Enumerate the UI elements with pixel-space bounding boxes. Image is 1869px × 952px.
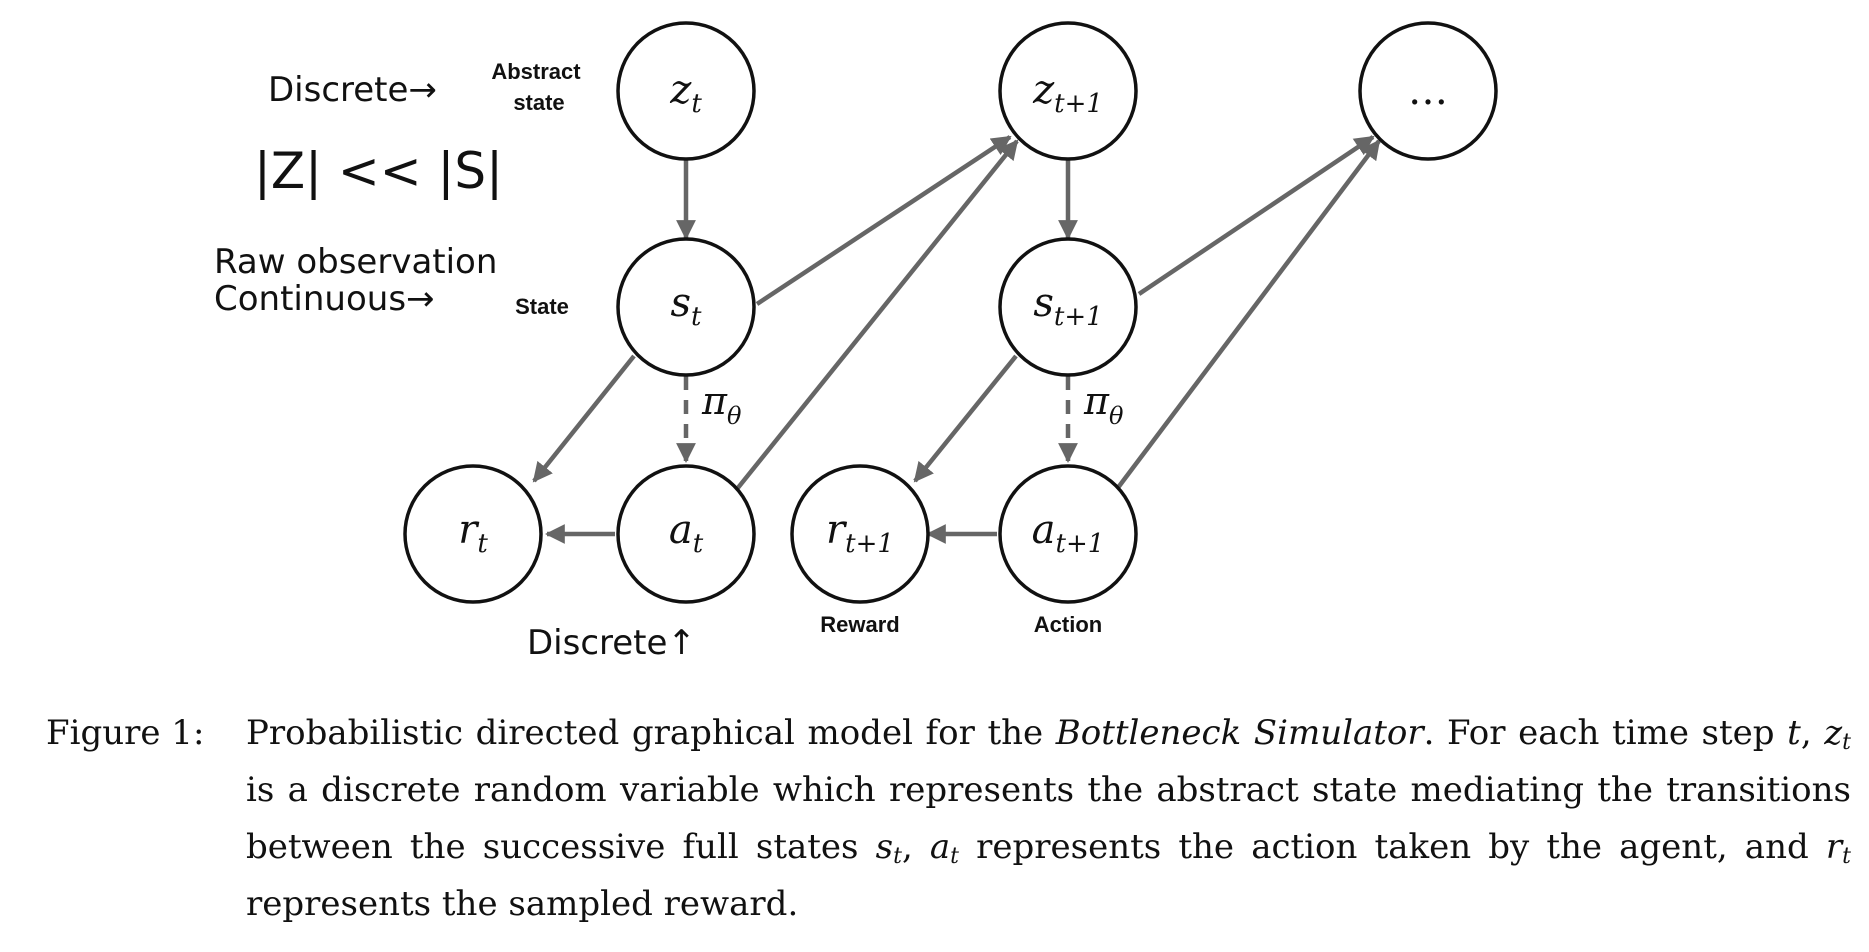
- caption-body: Probabilistic directed graphical model f…: [246, 713, 1852, 924]
- node-label-sub: t: [477, 529, 488, 559]
- label-reward: Reward: [820, 612, 899, 637]
- annotation-discrete-bottom: Discrete↑: [527, 623, 696, 663]
- node-z-t1: zt+1: [998, 21, 1138, 161]
- node-label-sub: t: [691, 89, 702, 119]
- node-label-base: s: [1033, 280, 1054, 326]
- graphical-model-diagram: zt zt+1 … st st+1 rt at rt+1 at+1 πθ πθ …: [214, 21, 1498, 663]
- node-label-base: z: [1032, 67, 1055, 113]
- label-action: Action: [1034, 612, 1102, 637]
- node-label-sub: t+1: [1054, 89, 1103, 119]
- edge-st-to-zt1: [755, 135, 1012, 306]
- annotation-continuous: Continuous→: [214, 279, 435, 319]
- node-label-base: a: [1032, 507, 1056, 553]
- node-z-t: zt: [616, 21, 756, 161]
- figure-number: Figure 1:: [46, 713, 205, 753]
- model-name: Bottleneck Simulator: [1055, 713, 1424, 753]
- node-label-base: r: [826, 507, 848, 553]
- node-label-sub: t+1: [1056, 529, 1105, 559]
- node-label-base: z: [669, 67, 692, 113]
- edges: [532, 135, 1381, 544]
- svg-text:zt+1: zt+1: [1032, 67, 1103, 119]
- node-a-t1: at+1: [998, 464, 1138, 604]
- svg-text:rt: rt: [458, 507, 488, 559]
- node-r-t: rt: [403, 464, 543, 604]
- node-label-sub: t: [691, 302, 702, 332]
- edge-st1-to-rt1: [913, 354, 1018, 483]
- svg-text:at: at: [669, 507, 704, 559]
- svg-text:rt+1: rt+1: [826, 507, 894, 559]
- node-ellipsis: …: [1358, 21, 1498, 161]
- svg-text:st+1: st+1: [1033, 280, 1102, 332]
- svg-text:at+1: at+1: [1032, 507, 1105, 559]
- policy-label-2: πθ: [1083, 379, 1124, 430]
- node-label-base: s: [671, 280, 692, 326]
- annotation-raw-observation: Raw observation: [214, 242, 497, 282]
- node-label-base: a: [669, 507, 693, 553]
- node-r-t1: rt+1: [790, 464, 930, 604]
- node-s-t: st: [616, 237, 756, 377]
- node-label-base: r: [458, 507, 480, 553]
- node-a-t: at: [616, 464, 756, 604]
- svg-text:st: st: [671, 280, 703, 332]
- node-label-sub: t: [693, 529, 704, 559]
- node-label-ellipsis: …: [1408, 68, 1448, 114]
- annotation-cardinality: |Z| << |S|: [254, 142, 503, 200]
- node-s-t1: st+1: [998, 237, 1138, 377]
- annotation-discrete-top: Discrete→: [268, 70, 437, 110]
- node-label-sub: t+1: [845, 529, 894, 559]
- edge-at-to-zt1: [735, 139, 1019, 491]
- policy-label-1: πθ: [701, 379, 742, 430]
- edge-st1-to-ellipsis: [1137, 135, 1375, 296]
- edge-st-to-rt: [532, 354, 636, 483]
- label-abstract-state: Abstract state: [491, 59, 586, 115]
- edge-at1-to-ellipsis: [1115, 139, 1381, 491]
- node-label-sub: t+1: [1054, 302, 1103, 332]
- svg-text:zt: zt: [669, 67, 702, 119]
- label-state: State: [515, 294, 569, 319]
